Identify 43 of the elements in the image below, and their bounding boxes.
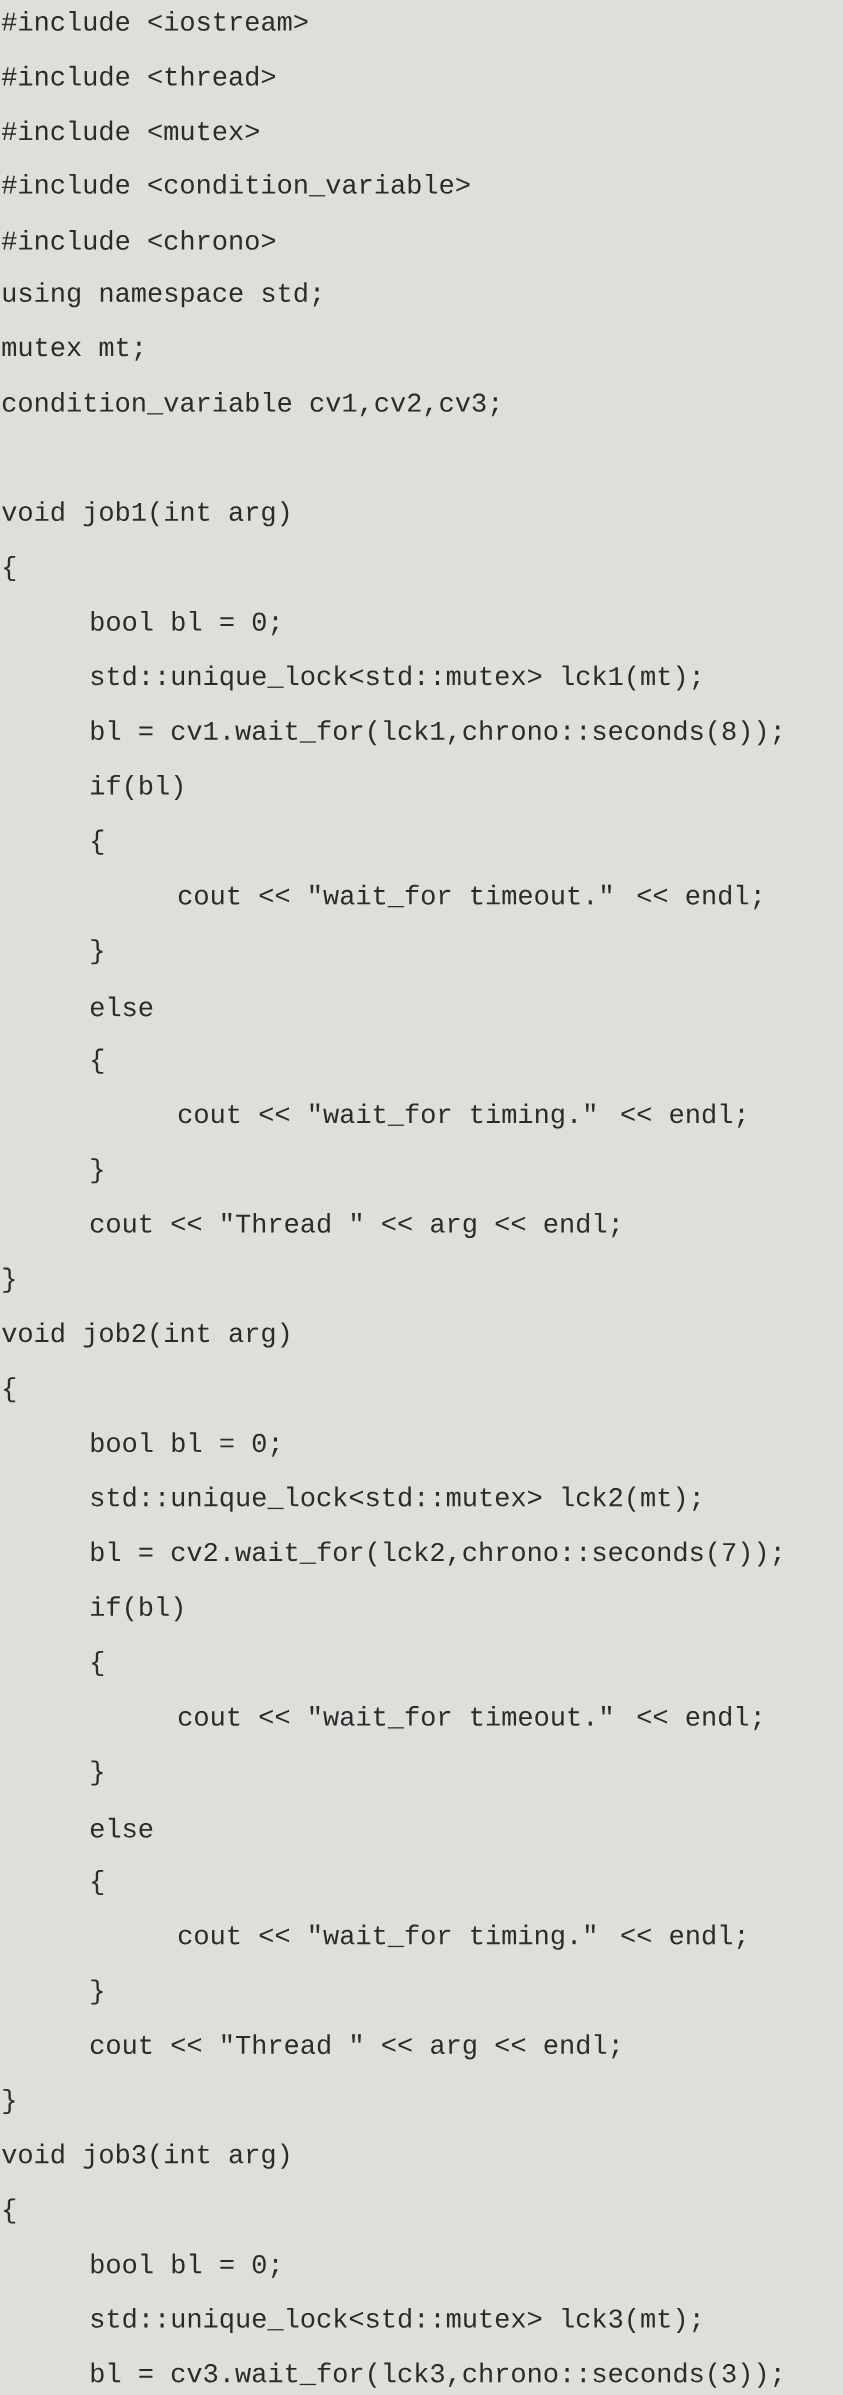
code-line: else (90, 996, 153, 1017)
code-line: else (90, 1817, 153, 1838)
code-line: cout << "wait_for timeout." << endl; (178, 884, 760, 910)
code-line: std::unique_lock<std::mutex> lck1(mt); (91, 665, 699, 691)
code-line: bool bl = 0; (91, 2253, 278, 2278)
code-line: if(bl) (91, 1596, 182, 1622)
code-line: void job3(int arg) (2, 2143, 289, 2169)
code-line: } (91, 1979, 103, 2005)
code-line: } (3, 1267, 15, 1293)
code-line: #include <iostream> (1, 11, 308, 31)
code-line: } (91, 939, 103, 965)
code-line: void job2(int arg) (2, 1322, 289, 1348)
code-line: #include <mutex> (1, 120, 259, 141)
code-line: } (3, 2088, 15, 2115)
code-line: { (4, 1377, 16, 1403)
code-line: cout << "Thread " << arg << endl; (90, 1212, 618, 1239)
code-line: { (92, 1869, 104, 1896)
code-line: cout << "wait_for timeout." << endl; (178, 1706, 760, 1731)
code-line: { (92, 1650, 104, 1677)
code-line: #include <chrono> (1, 230, 276, 250)
code-line: { (92, 1048, 104, 1074)
code-line: bl = cv3.wait_for(lck3,chrono::seconds(3)); (91, 2362, 780, 2388)
code-line: std::unique_lock<std::mutex> lck2(mt); (91, 1486, 699, 1512)
code-line: cout << "wait_for timing." << endl; (178, 1924, 744, 1950)
code-line: #include <condition_variable> (1, 173, 470, 197)
code-line: #include <thread> (1, 65, 276, 86)
code-line: bool bl = 0; (91, 611, 278, 636)
code-line: using namespace std; (3, 282, 320, 308)
code-line: } (91, 1760, 103, 1786)
code-line: std::unique_lock<std::mutex> lck3(mt); (91, 2307, 699, 2334)
code-line: condition_variable cv1,cv2,cv3; (2, 392, 498, 417)
code-line: cout << "Thread " << arg << endl; (90, 2034, 618, 2060)
code-line: bool bl = 0; (91, 1432, 278, 1457)
code-line: } (91, 1158, 103, 1184)
code-line: cout << "wait_for timing." << endl; (178, 1103, 744, 1129)
code-line: { (4, 2198, 16, 2224)
code-line: bl = cv2.wait_for(lck2,chrono::seconds(7)); (91, 1541, 780, 1567)
code-line: void job1(int arg) (2, 501, 289, 527)
code-line: { (4, 555, 16, 582)
code-line: bl = cv1.wait_for(lck1,chrono::seconds(8)); (91, 720, 780, 746)
code-line: mutex mt; (2, 338, 142, 361)
code-line: if(bl) (91, 774, 182, 801)
code-line: { (92, 829, 104, 855)
